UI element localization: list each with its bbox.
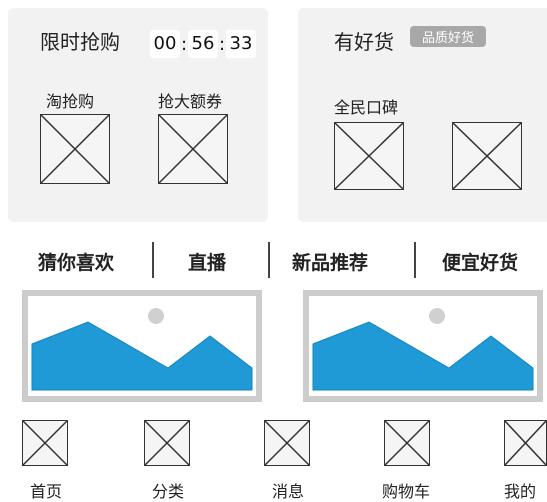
tab-divider xyxy=(268,242,270,278)
nav-label: 分类 xyxy=(151,482,184,501)
countdown-colon: : xyxy=(218,33,226,55)
nav-item-home[interactable]: 首页 xyxy=(16,420,76,501)
tab-guess-you-like[interactable]: 猜你喜欢 xyxy=(38,252,115,274)
nav-label: 消息 xyxy=(271,482,304,501)
category-icon xyxy=(144,420,190,466)
item-label: 抢大额券 xyxy=(158,92,223,111)
message-icon xyxy=(264,420,310,466)
product-card[interactable] xyxy=(22,290,262,402)
home-icon xyxy=(22,420,68,466)
countdown-colon: : xyxy=(180,33,188,55)
nav-label: 首页 xyxy=(29,482,62,501)
landscape-image-icon xyxy=(31,308,253,391)
flash-sale-panel: 限时抢购 00 : 56 : 33 淘抢购 抢大额券 xyxy=(8,8,268,222)
image-placeholder-icon xyxy=(40,114,110,184)
countdown-timer: 00 : 56 : 33 xyxy=(150,30,256,58)
landscape-image-icon xyxy=(312,308,534,391)
tab-cheap-goods[interactable]: 便宜好货 xyxy=(442,252,519,274)
quality-badge: 品质好货 xyxy=(410,26,487,47)
nav-item-cart[interactable]: 购物车 xyxy=(376,420,436,501)
item-label: 淘抢购 xyxy=(46,92,95,111)
image-placeholder-icon xyxy=(158,114,228,184)
nav-item-profile[interactable]: 我的 xyxy=(496,420,547,501)
countdown-minutes: 56 xyxy=(188,30,218,58)
tab-divider xyxy=(152,242,154,278)
item-label: 全民口碑 xyxy=(334,98,399,117)
tab-new-products[interactable]: 新品推荐 xyxy=(292,252,369,274)
profile-icon xyxy=(504,420,547,466)
nav-label: 购物车 xyxy=(381,482,430,501)
image-placeholder-icon[interactable] xyxy=(452,122,522,190)
cart-icon xyxy=(384,420,430,466)
product-card[interactable] xyxy=(303,290,543,402)
nav-item-category[interactable]: 分类 xyxy=(138,420,198,501)
countdown-seconds: 33 xyxy=(226,30,256,58)
good-goods-title: 有好货 xyxy=(334,30,394,54)
nav-label: 我的 xyxy=(504,482,537,501)
flash-sale-title: 限时抢购 xyxy=(40,30,120,54)
category-tabs: 猜你喜欢 直播 新品推荐 便宜好货 xyxy=(0,234,547,286)
tab-live[interactable]: 直播 xyxy=(188,252,227,274)
good-goods-panel: 有好货 品质好货 全民口碑 xyxy=(298,8,547,222)
image-placeholder-icon xyxy=(334,122,404,190)
nav-item-message[interactable]: 消息 xyxy=(258,420,318,501)
countdown-hours: 00 xyxy=(150,30,180,58)
tab-divider xyxy=(414,242,416,278)
